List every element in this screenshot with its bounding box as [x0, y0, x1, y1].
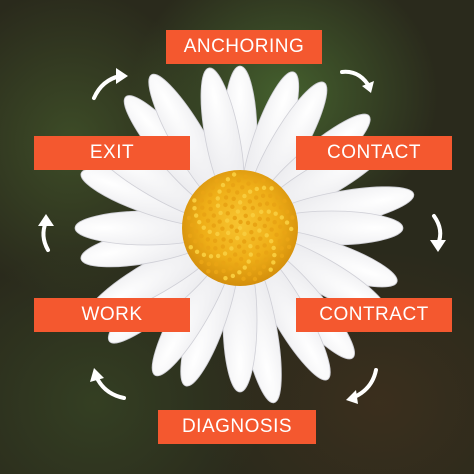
curved-arrow-icon	[86, 362, 130, 406]
stage-contact: CONTACT	[296, 136, 452, 170]
curved-arrow-icon	[342, 364, 386, 408]
stage-exit: EXIT	[34, 136, 190, 170]
curved-arrow-icon	[26, 210, 70, 254]
stage-diagnosis: DIAGNOSIS	[158, 410, 316, 444]
stage-anchoring: ANCHORING	[166, 30, 322, 64]
stage-contract: CONTRACT	[296, 298, 452, 332]
curved-arrow-icon	[420, 212, 464, 256]
curved-arrow-icon	[336, 62, 380, 106]
curved-arrow-icon	[88, 64, 132, 108]
stage-work: WORK	[34, 298, 190, 332]
